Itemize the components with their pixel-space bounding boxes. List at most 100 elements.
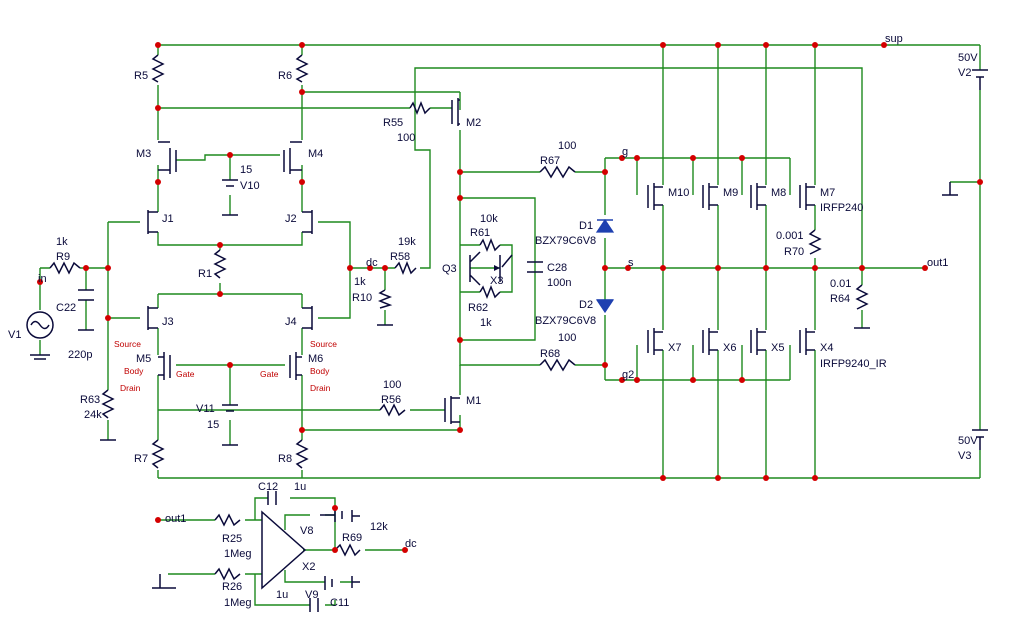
net-labels: sup in dc out1 g s g2 out1 dc xyxy=(38,33,948,550)
label-c12: C12 xyxy=(258,481,278,493)
label-r55: R55 xyxy=(383,117,403,129)
label-r69: R69 xyxy=(342,532,362,544)
label-r9-value: 1k xyxy=(56,236,68,248)
label-x7: X7 xyxy=(668,342,681,354)
battery-v10 xyxy=(222,179,238,187)
junction-dot xyxy=(299,179,305,185)
label-x5: X5 xyxy=(771,342,784,354)
label-x2: X2 xyxy=(302,561,315,573)
pin-label-gate-right: Gate xyxy=(260,369,279,379)
junction-dot xyxy=(155,517,161,523)
net-label-dc: dc xyxy=(366,257,378,269)
junction-dot xyxy=(83,265,89,271)
junction-dot xyxy=(217,242,223,248)
label-m8: M8 xyxy=(771,187,786,199)
label-j3: J3 xyxy=(162,316,174,328)
resistor-r25 xyxy=(214,513,241,527)
label-r70: R70 xyxy=(784,246,804,258)
junction-dot xyxy=(660,42,666,48)
junction-dot xyxy=(457,337,463,343)
resistor-r67 xyxy=(539,165,576,179)
transistor-m6 xyxy=(289,352,302,380)
ground-v8 xyxy=(351,510,360,522)
junction-dot xyxy=(227,362,233,368)
junction-dot xyxy=(977,179,983,185)
junction-dot xyxy=(299,89,305,95)
transistor-j3 xyxy=(147,306,158,330)
resistor-r7 xyxy=(151,439,165,469)
pin-label-body-left: Body xyxy=(124,366,144,376)
junction-dots xyxy=(37,42,983,553)
junction-dot xyxy=(299,427,305,433)
junction-dot xyxy=(299,42,305,48)
label-r69-value: 12k xyxy=(370,521,388,533)
label-c28-value: 100n xyxy=(547,277,571,289)
label-m9: M9 xyxy=(723,187,738,199)
label-d2-value: BZX79C6V8 xyxy=(535,315,596,327)
junction-dot xyxy=(602,265,608,271)
label-r6: R6 xyxy=(278,70,292,82)
transistor-m7 xyxy=(799,183,815,210)
label-r1: R1 xyxy=(198,268,212,280)
junction-dot xyxy=(634,377,640,383)
label-c11-value: 1u xyxy=(276,589,288,601)
junction-dot xyxy=(105,265,111,271)
resistor-r56 xyxy=(379,403,406,417)
junction-dot xyxy=(812,42,818,48)
label-x6: X6 xyxy=(723,342,736,354)
resistor-r69 xyxy=(334,543,361,557)
label-r7: R7 xyxy=(134,453,148,465)
zener-d1 xyxy=(595,218,615,233)
resistor-r6 xyxy=(295,54,309,83)
label-m10: M10 xyxy=(668,187,689,199)
resistor-r58 xyxy=(394,260,417,276)
label-r61-value: 10k xyxy=(480,213,498,225)
label-x3: X3 xyxy=(490,275,503,287)
junction-dot xyxy=(402,547,408,553)
transistor-m5 xyxy=(158,352,171,380)
net-label-s: s xyxy=(628,257,634,269)
label-r70-value: 0.001 xyxy=(776,230,804,242)
ground-r26 xyxy=(152,574,176,589)
junction-dot xyxy=(382,265,388,271)
junction-dot xyxy=(715,475,721,481)
junction-dot xyxy=(332,547,338,553)
label-x4: X4 xyxy=(820,342,833,354)
net-label-g: g xyxy=(622,146,628,158)
junction-dot xyxy=(155,179,161,185)
label-v2: V2 xyxy=(958,67,971,79)
battery-v11 xyxy=(222,404,238,412)
resistor-r26 xyxy=(214,567,241,581)
resistor-r64 xyxy=(855,284,869,310)
junction-dot xyxy=(763,265,769,271)
opamp-x2 xyxy=(261,510,307,590)
label-r58: R58 xyxy=(390,251,410,263)
net-label-g2: g2 xyxy=(622,369,634,381)
label-c11: C11 xyxy=(330,597,349,609)
label-m7: M7 xyxy=(820,187,835,199)
junction-dot xyxy=(332,505,338,511)
ground-v1 xyxy=(30,354,50,360)
label-r26-value: 1Meg xyxy=(224,597,252,609)
junction-dot xyxy=(457,427,463,433)
resistor-r10 xyxy=(377,289,393,309)
junction-dot xyxy=(763,42,769,48)
resistor-r8 xyxy=(295,439,309,469)
resistor-r61 xyxy=(479,237,501,253)
junction-dot xyxy=(602,362,608,368)
net-label-dc-out: dc xyxy=(405,538,417,550)
capacitor-c11 xyxy=(309,598,319,612)
label-j1: J1 xyxy=(162,213,174,225)
resistor-r9 xyxy=(49,261,81,275)
resistor-r55 xyxy=(409,100,431,116)
resistor-r62 xyxy=(479,284,501,300)
transistor-m4 xyxy=(283,141,302,174)
label-v11-value: 15 xyxy=(207,419,219,431)
label-r10: R10 xyxy=(352,292,372,304)
junction-dot xyxy=(812,475,818,481)
label-r62-value: 1k xyxy=(480,317,492,329)
label-x4-value: IRFP9240_IR xyxy=(820,358,887,370)
transistor-q3 xyxy=(469,251,481,286)
junction-dot xyxy=(367,265,373,271)
